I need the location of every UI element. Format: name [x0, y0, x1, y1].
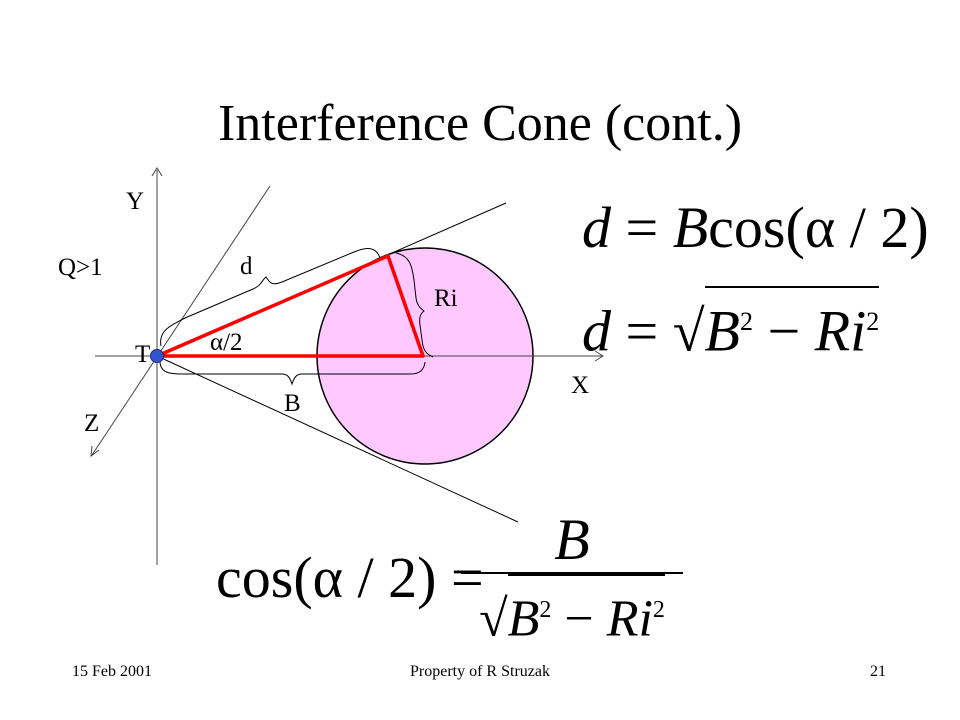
y-axis-arrow — [151, 167, 163, 177]
cone-lower-line — [156, 355, 519, 523]
slide-title: Interference Cone (cont.) — [217, 95, 743, 152]
equation-cos-fraction: cos(α / 2) = B √B2 − Ri2 — [216, 508, 686, 648]
distance-d-label: d — [240, 253, 253, 280]
distance-b-label: B — [284, 390, 301, 417]
equation-d-sqrt: d = √B2 − Ri2 — [582, 286, 880, 363]
equation-d-cos: d = Bcos(α / 2) — [582, 195, 929, 260]
point-t — [150, 349, 164, 363]
brace-d — [160, 248, 381, 347]
brace-b — [159, 360, 426, 386]
half-angle-label: α/2 — [210, 329, 243, 356]
y-axis-label: Y — [126, 188, 145, 215]
z-axis-label: Z — [84, 410, 100, 437]
radius-ri-label: Ri — [434, 285, 458, 312]
footer-date: 15 Feb 2001 — [72, 663, 152, 680]
x-axis-arrow — [594, 350, 604, 362]
x-axis-label: X — [571, 372, 590, 399]
footer-page-number: 21 — [870, 663, 886, 680]
q-condition-label: Q>1 — [58, 254, 103, 281]
z-axis-arrow — [90, 445, 100, 458]
footer-owner: Property of R Struzak — [410, 663, 550, 680]
brace-ri — [395, 252, 434, 358]
geometry-triangle — [155, 254, 425, 358]
point-t-label: T — [135, 341, 151, 368]
